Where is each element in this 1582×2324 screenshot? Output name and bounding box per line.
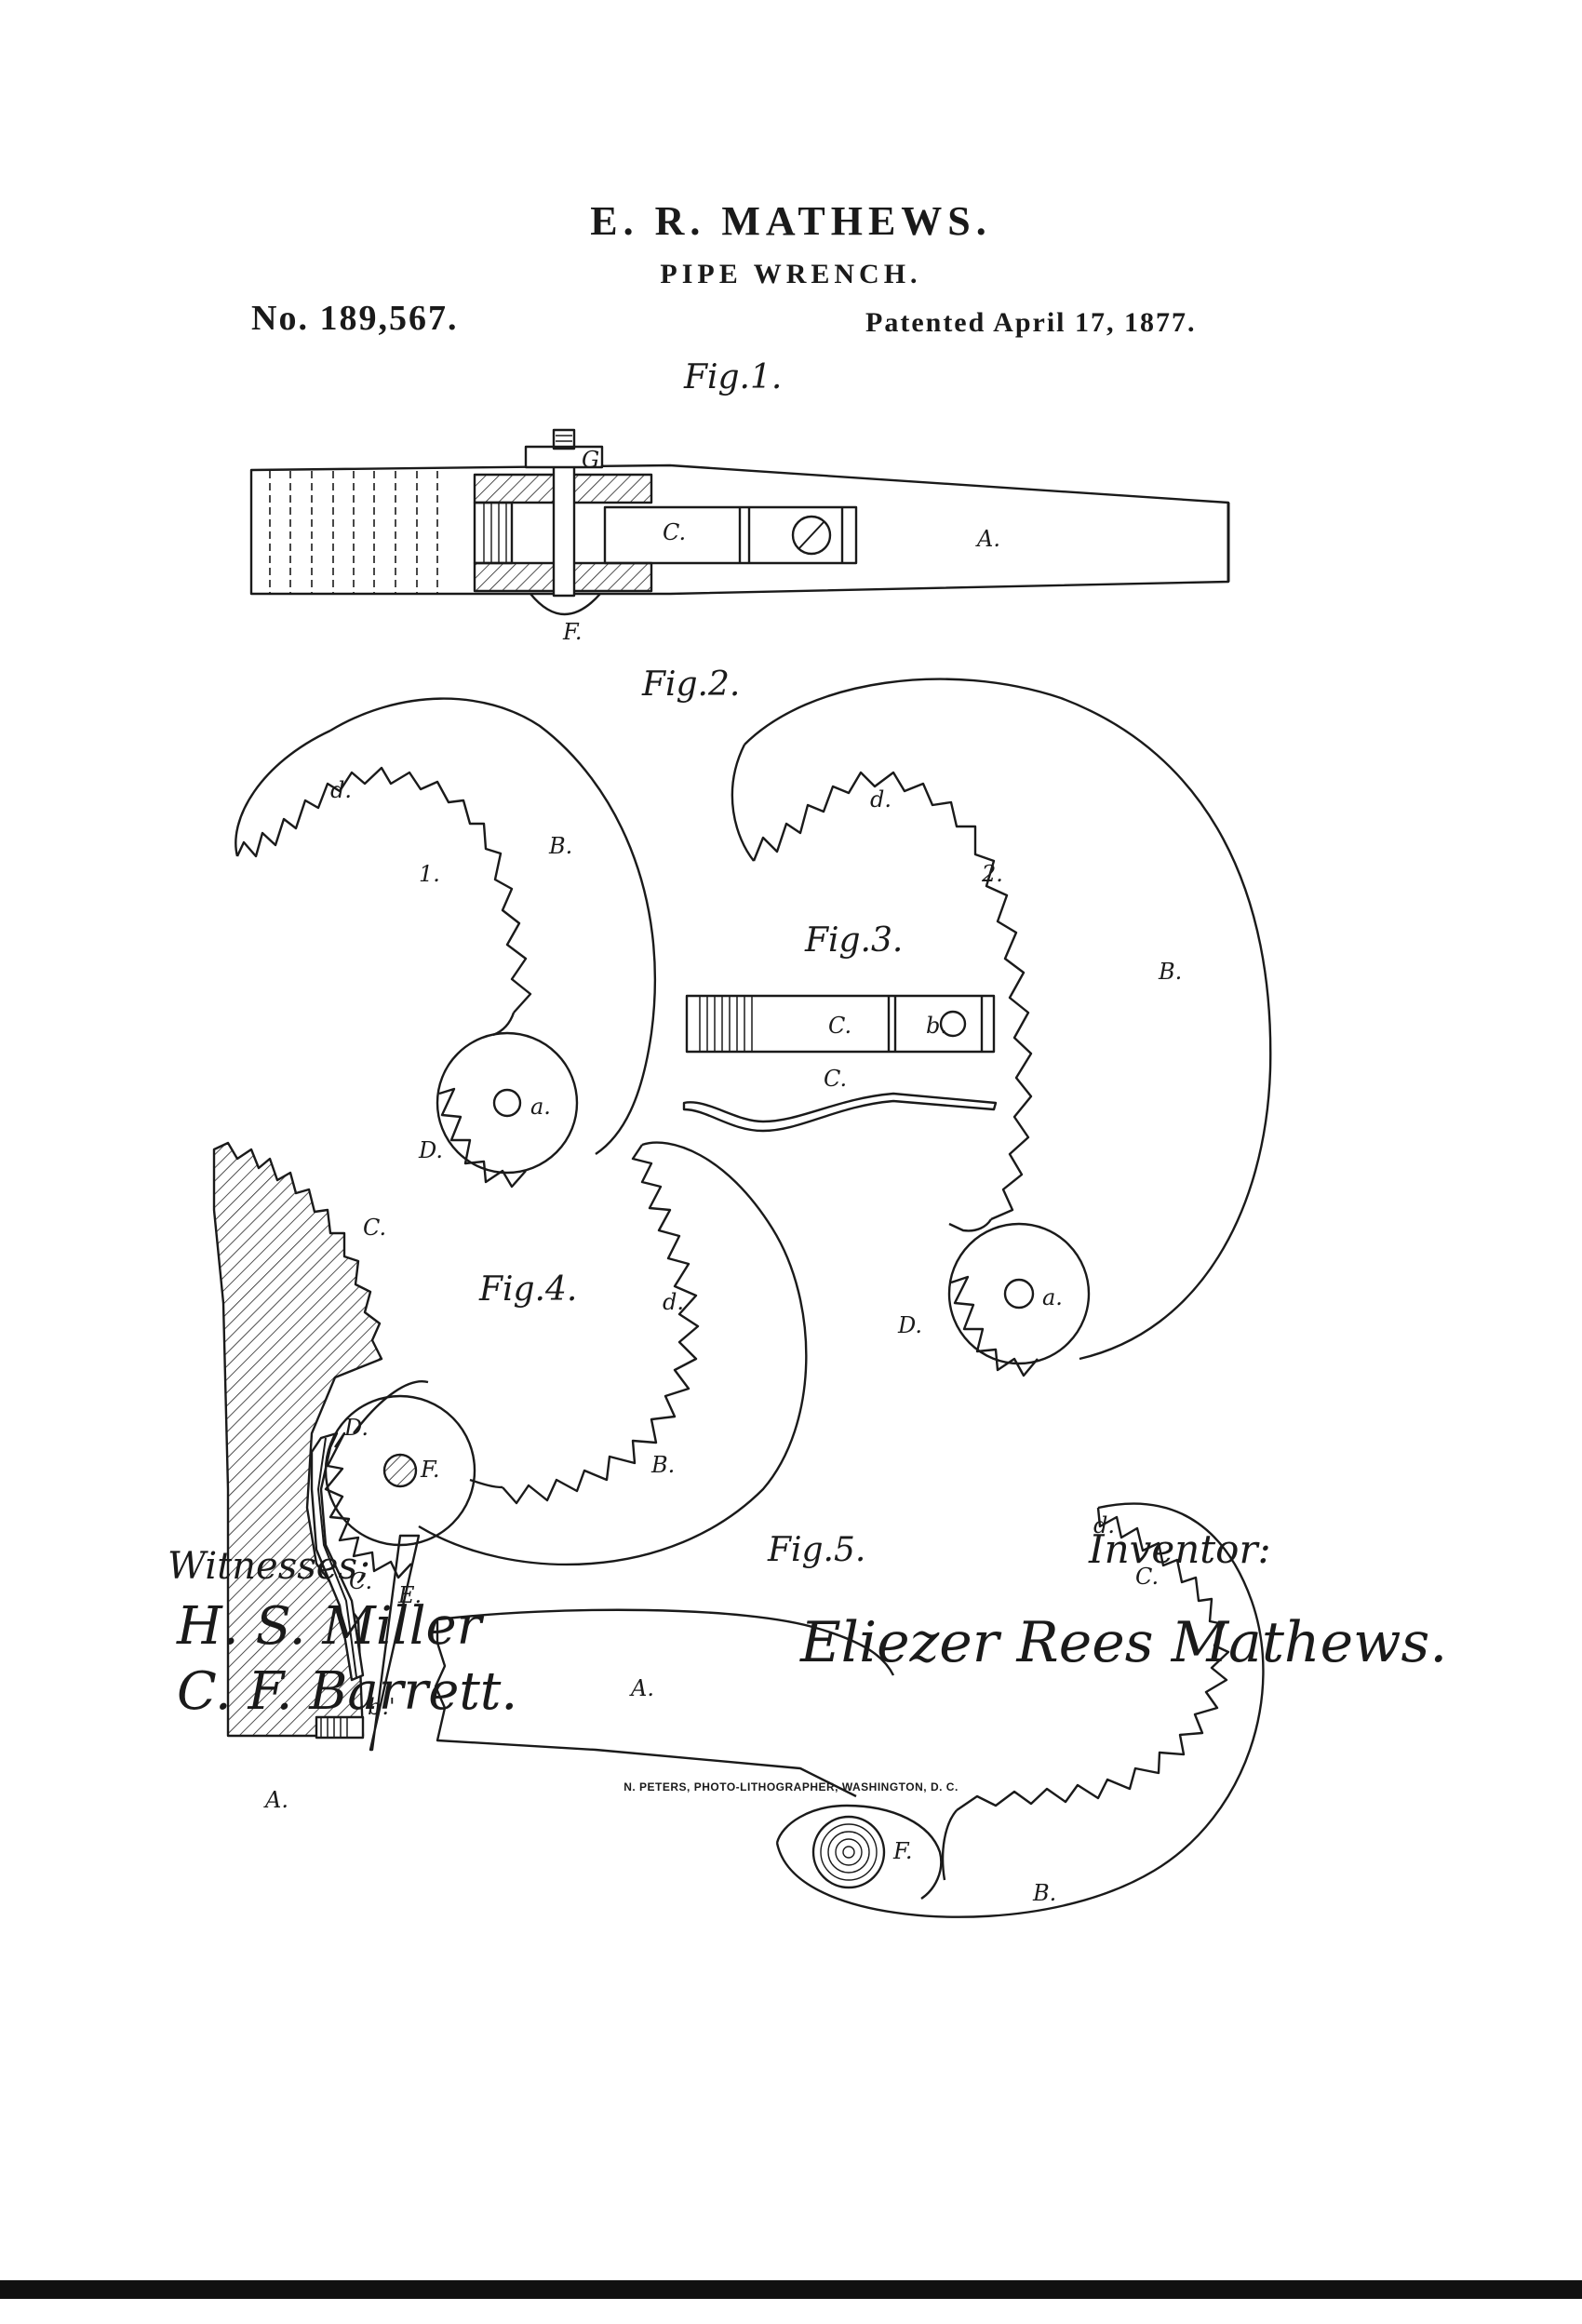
patent-title: PIPE WRENCH. — [660, 259, 922, 289]
label-d-cap-jaw2: D. — [898, 1312, 923, 1338]
label-c-fig5: C. — [1135, 1564, 1160, 1590]
fig1-label: Fig.1. — [684, 358, 783, 396]
label-d-cap-fig4: D. — [344, 1415, 369, 1441]
fig4-section-view — [212, 1141, 808, 1752]
witness-2-signature: C. F. Barrett. — [177, 1661, 518, 1722]
fig5-label: Fig.5. — [768, 1531, 866, 1569]
witnesses-label: Witnesses; — [168, 1545, 370, 1588]
inventor-signature: Eliezer Rees Mathews. — [800, 1610, 1448, 1675]
label-e: E. — [398, 1582, 422, 1608]
label-b-fig3: b. — [926, 1013, 947, 1039]
label-d-fig5: d. — [1093, 1512, 1115, 1538]
label-a-fig4: A. — [265, 1787, 288, 1813]
fig1-wrench-top-view — [249, 428, 1230, 616]
inventor-name: E. R. MATHEWS. — [590, 198, 992, 244]
fig2-label: Fig.2. — [642, 665, 741, 704]
fig2-jaw-2 — [731, 678, 1272, 1377]
label-d-jaw1: d. — [330, 777, 352, 803]
label-a-jaw2: a. — [1042, 1284, 1063, 1310]
label-b-jaw2: B. — [1159, 959, 1183, 985]
label-2: 2. — [982, 861, 1003, 887]
label-f-fig5: F. — [893, 1838, 913, 1864]
patent-number: No. 189,567. — [251, 299, 459, 338]
witness-1-signature: H. S. Miller — [177, 1596, 482, 1657]
label-b-fig5: B. — [1033, 1880, 1057, 1906]
patent-date: Patented April 17, 1877. — [865, 307, 1197, 338]
label-c-fig4-spring: C. — [349, 1568, 373, 1594]
label-f-fig4: F. — [421, 1457, 440, 1483]
bottom-border-bar — [0, 2280, 1582, 2299]
label-b-jaw1: B. — [549, 833, 573, 859]
label-a-fig1: A. — [977, 526, 1000, 552]
label-d-jaw2: d. — [870, 786, 892, 813]
fig4-label: Fig.4. — [479, 1270, 578, 1309]
fig2-jaw-1 — [235, 697, 657, 1189]
label-c-spring: C. — [824, 1066, 848, 1092]
fig3-label: Fig.3. — [805, 921, 904, 960]
fig5-side-view — [434, 1502, 1265, 1918]
label-a-jaw1: a. — [530, 1094, 551, 1120]
label-c-fig3: C. — [828, 1013, 852, 1039]
lithographer-credit: N. PETERS, PHOTO-LITHOGRAPHER, WASHINGTO… — [623, 1780, 959, 1793]
label-d-fig4: d. — [663, 1289, 684, 1315]
label-c-fig1: C. — [663, 519, 687, 545]
fig3-spring-plate — [682, 994, 998, 1133]
label-g: G. — [582, 447, 606, 473]
label-1: 1. — [419, 861, 440, 887]
label-d-cap-jaw1: D. — [419, 1137, 444, 1163]
label-c-fig4-top: C. — [363, 1215, 387, 1241]
label-a-fig5: A. — [631, 1675, 654, 1701]
label-f-fig1: F. — [563, 619, 583, 645]
label-b-fig4: B. — [651, 1452, 676, 1478]
label-b-prime: b.' — [368, 1694, 396, 1720]
inventor-label: Inventor: — [1089, 1526, 1271, 1572]
